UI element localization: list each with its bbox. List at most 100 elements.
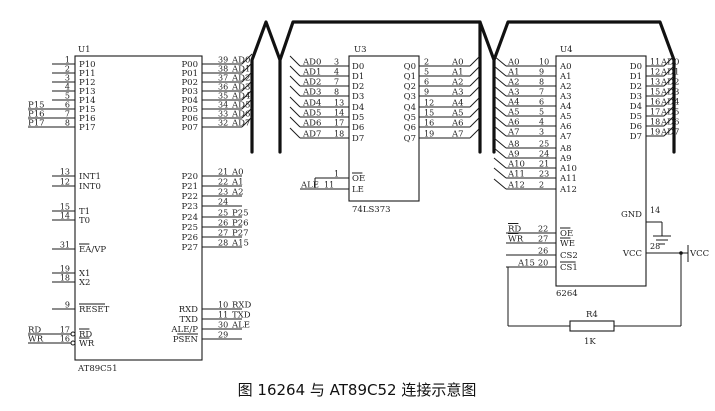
u1-pin-number: 14: [60, 212, 70, 221]
u1-pin-number: 27: [218, 229, 228, 238]
u1-pin-label: P00: [181, 60, 198, 70]
u4-pin-number: 17: [650, 108, 660, 117]
u3-pin-label: Q1: [404, 72, 416, 82]
u3-pin-label: Q6: [404, 123, 416, 133]
ground-symbol: [646, 221, 671, 245]
u4-net-label: A9: [507, 150, 520, 160]
u1-pin-label: P20: [181, 172, 198, 182]
u4-vcc-number: 28: [650, 242, 660, 251]
bus-entry: [289, 65, 301, 77]
u1-pin-number: 22: [218, 178, 228, 187]
u4-pin-label: A5: [559, 112, 572, 122]
u1-ref: U1: [78, 45, 91, 55]
bus-entry: [493, 85, 507, 97]
u1-ext-label: P16: [28, 110, 45, 120]
u4-pin-number: 2: [539, 181, 544, 190]
u4-pin-number: 16: [650, 98, 660, 107]
u4-pin-label: A7: [559, 132, 572, 142]
u3-net-label: AD3: [302, 88, 321, 98]
u3-pin-label: Q5: [404, 113, 416, 123]
u4-pin-label: D0: [630, 62, 642, 72]
u1-pin-number: 11: [218, 311, 228, 320]
bus-entry: [663, 55, 675, 67]
u1-pin-label: RESET: [79, 305, 110, 315]
u1-ext-label: P15: [28, 101, 45, 111]
u4-net-label: WR: [508, 235, 524, 245]
u4-net-label: AD1: [660, 68, 679, 78]
u3-le-number: 11: [324, 181, 334, 190]
u1-pin-number: 29: [218, 331, 228, 340]
u3-pin-label: Q0: [404, 62, 416, 72]
u1-pin-number: 18: [60, 274, 70, 283]
u1-pin-number: 10: [218, 301, 228, 310]
u4-pin-label: D3: [630, 92, 642, 102]
u1-net-label: AD0: [231, 56, 250, 66]
bus-entry: [493, 147, 507, 159]
u4-pin-label: A0: [559, 62, 572, 72]
u1-pin-label: INT1: [79, 172, 101, 182]
u1-net-label: TXD: [232, 311, 251, 321]
u4-pin-number: 26: [538, 247, 548, 256]
u4-pin-label: A3: [559, 92, 572, 102]
u1-pin-number: 4: [65, 83, 70, 92]
bus-entry: [663, 65, 675, 77]
u4-pin-number: 24: [539, 150, 549, 159]
u3-body: [348, 55, 420, 202]
u3-pin-label: Q4: [404, 103, 416, 113]
bus-entry: [493, 178, 507, 190]
u1-pin-number: 26: [218, 219, 228, 228]
u1-pin-label: P13: [79, 87, 96, 97]
u1-pin-number: 30: [218, 321, 228, 330]
u1-pin-label: T1: [79, 207, 90, 217]
r4-value: 1K: [584, 337, 596, 347]
u1-pin-number: 2: [65, 65, 70, 74]
bus-entry: [493, 137, 507, 149]
u3-ref: U3: [354, 45, 367, 55]
u1-pin-number: 37: [218, 74, 228, 83]
u4-pin-label: D5: [630, 112, 642, 122]
bus-entry: [289, 96, 301, 108]
u1-pin-number: 28: [218, 239, 228, 248]
bus-entry: [493, 55, 507, 67]
bus-entry: [493, 65, 507, 77]
u3-pin-label: Q3: [404, 92, 416, 102]
u4-pin-number: 22: [538, 225, 548, 234]
u1-pin-number: 15: [60, 203, 70, 212]
u3-net-label: AD2: [302, 78, 321, 88]
u3-pin-number: 14: [334, 109, 344, 118]
u1-pin-label: T0: [79, 216, 90, 226]
u1-pin-number: 32: [218, 119, 228, 128]
u1-pin-label: P22: [181, 192, 198, 202]
u1-net-label: A1: [231, 178, 244, 188]
u4-net-label: A4: [507, 98, 520, 108]
u1-net-label: AD4: [231, 92, 250, 102]
u4-pin-label: A2: [559, 82, 572, 92]
u4-pin-label: D1: [630, 72, 642, 82]
bus-entry: [493, 167, 507, 179]
u1-part: AT89C51: [77, 364, 117, 374]
u1-pin-number: 19: [60, 265, 70, 274]
u4-pin-number: 5: [539, 108, 544, 117]
u4-pin-label: A9: [559, 154, 572, 164]
u4-net-label: A6: [507, 118, 520, 128]
bus-entry: [241, 71, 253, 83]
u3-pin-label: D3: [352, 92, 364, 102]
u1-net-label: P26: [232, 219, 249, 229]
u3-pin-label: D2: [352, 82, 364, 92]
u1-pin-number: 38: [218, 65, 228, 74]
u4-pin-number: 10: [539, 58, 549, 67]
u1-pin-label: P24: [181, 213, 198, 223]
u1-pin-number: 39: [218, 56, 228, 65]
u1-pin-label: P04: [181, 96, 198, 106]
u1-pin-number: 23: [218, 188, 228, 197]
u3-net-label: AD6: [302, 119, 321, 129]
u3-net-label: A3: [451, 88, 464, 98]
u1-pin-label: ALE/P: [170, 325, 198, 335]
u4-gnd-label: GND: [621, 210, 642, 220]
u3-part: 74LS373: [352, 205, 391, 215]
u3-pin-number: 3: [334, 58, 339, 67]
bus-entry: [493, 105, 507, 117]
u1-pin-label: P21: [181, 182, 198, 192]
u4-pin-label: A1: [559, 72, 572, 82]
